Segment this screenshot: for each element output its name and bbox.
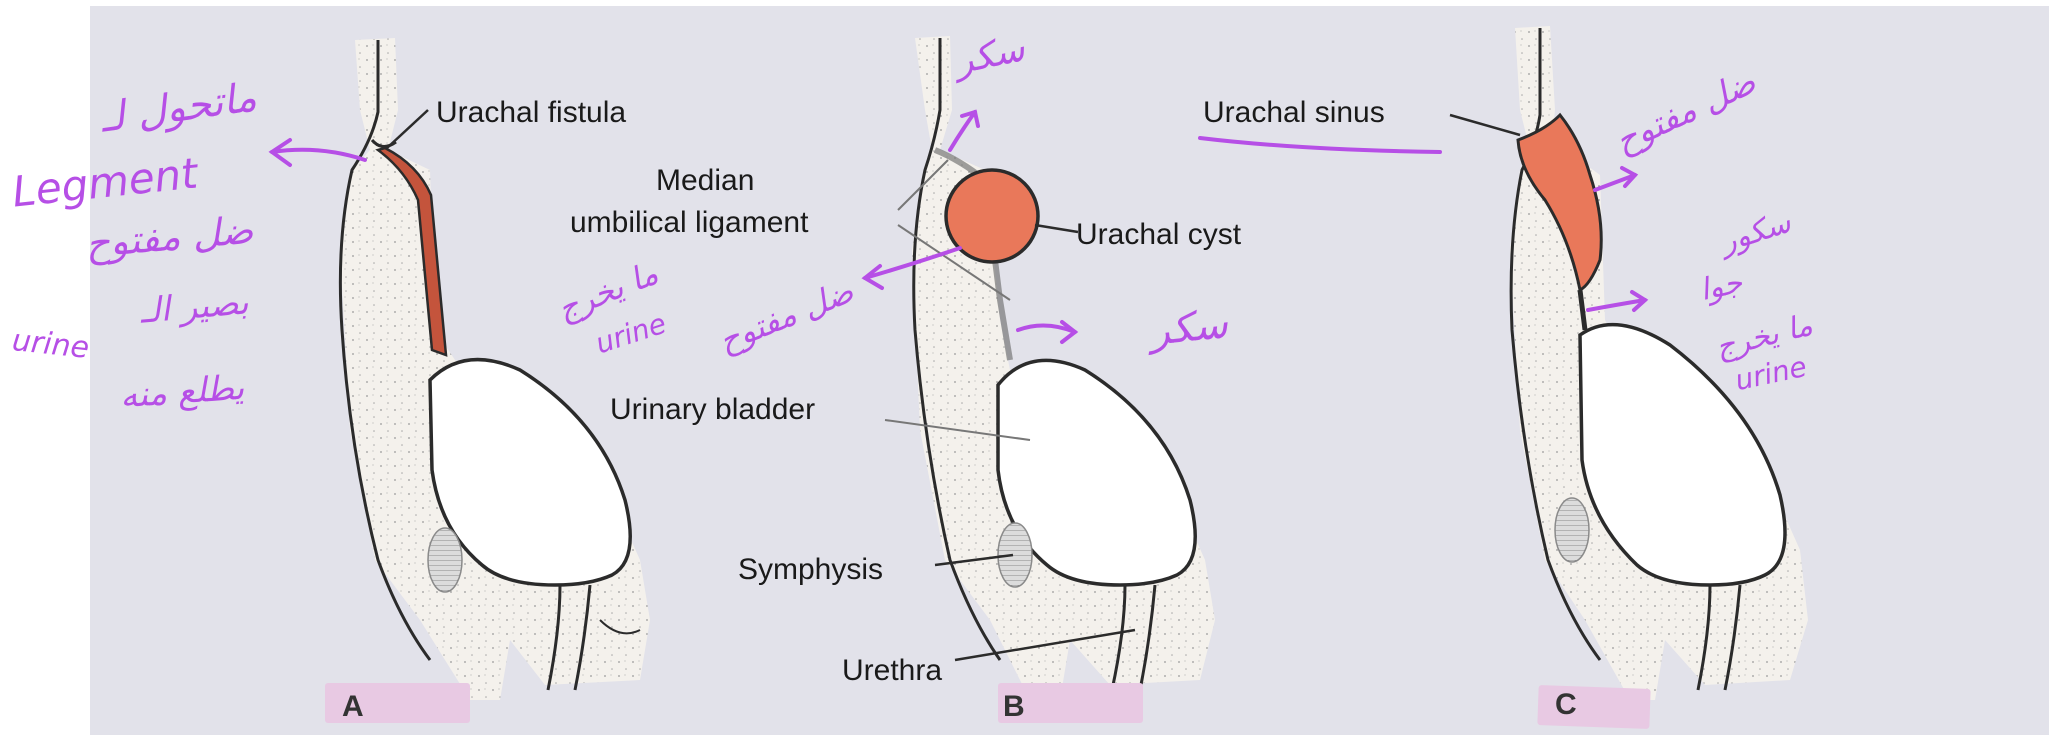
panel-a-symphysis bbox=[428, 528, 462, 592]
panel-b-drawing bbox=[885, 36, 1215, 700]
label-urachal-fistula: Urachal fistula bbox=[436, 98, 626, 128]
panel-c-symphysis bbox=[1555, 498, 1589, 562]
note-a-line4: بصير الـ bbox=[139, 285, 250, 328]
panel-letter-b: B bbox=[1003, 692, 1025, 722]
panel-b-symphysis bbox=[998, 523, 1032, 587]
label-symphysis: Symphysis bbox=[738, 555, 883, 585]
panel-letter-a: A bbox=[342, 692, 364, 722]
label-urinary-bladder: Urinary bladder bbox=[610, 395, 815, 425]
note-c-mid-line2: جوا bbox=[1697, 268, 1745, 306]
label-median-line2: umbilical ligament bbox=[570, 208, 808, 238]
label-urethra: Urethra bbox=[842, 656, 942, 686]
note-a-line5: urine bbox=[11, 326, 91, 364]
label-urachal-cyst: Urachal cyst bbox=[1076, 220, 1241, 250]
panel-a-drawing bbox=[340, 38, 650, 700]
label-median-line1: Median bbox=[656, 166, 754, 196]
note-b-right: سكر bbox=[1148, 304, 1229, 352]
label-urachal-sinus: Urachal sinus bbox=[1203, 98, 1385, 128]
panel-letter-c: C bbox=[1555, 690, 1577, 720]
note-a-line6: يطلع منه bbox=[119, 371, 245, 414]
